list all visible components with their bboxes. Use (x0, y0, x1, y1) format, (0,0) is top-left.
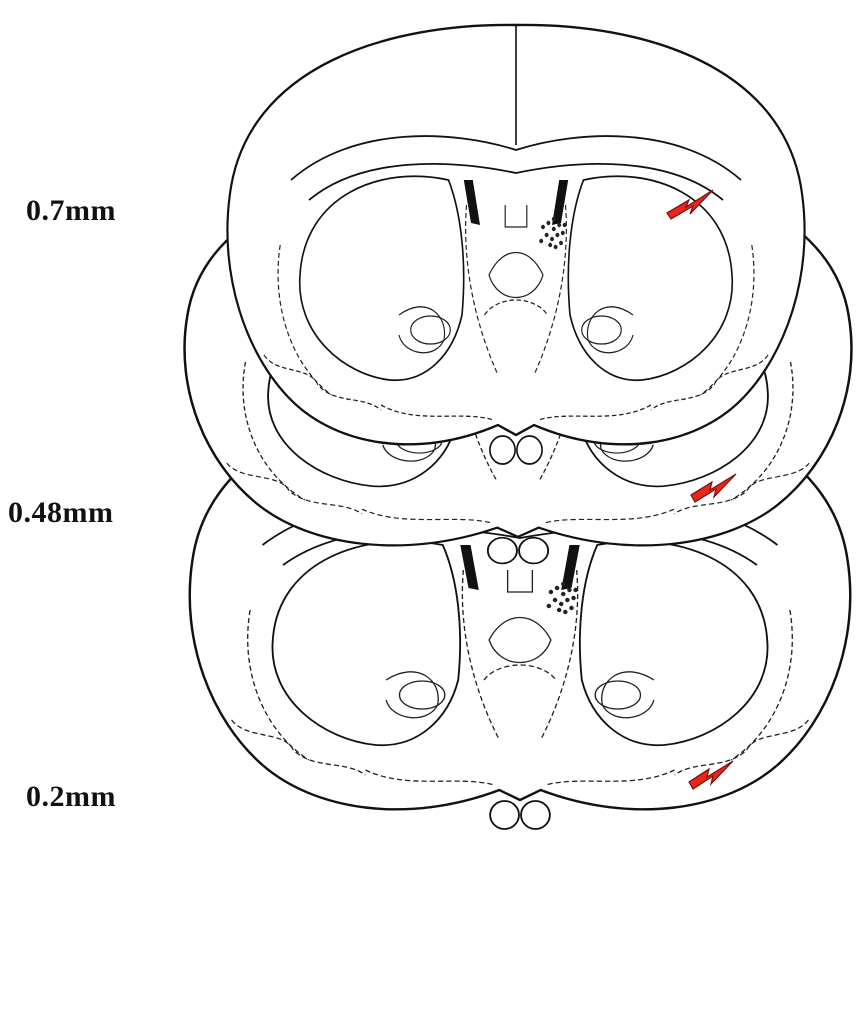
level-label-0-48mm: 0.48mm (8, 496, 113, 530)
section-0-7mm (227, 25, 804, 464)
level-label-0-7mm: 0.7mm (26, 194, 116, 228)
level-label-0-2mm: 0.2mm (26, 780, 116, 814)
